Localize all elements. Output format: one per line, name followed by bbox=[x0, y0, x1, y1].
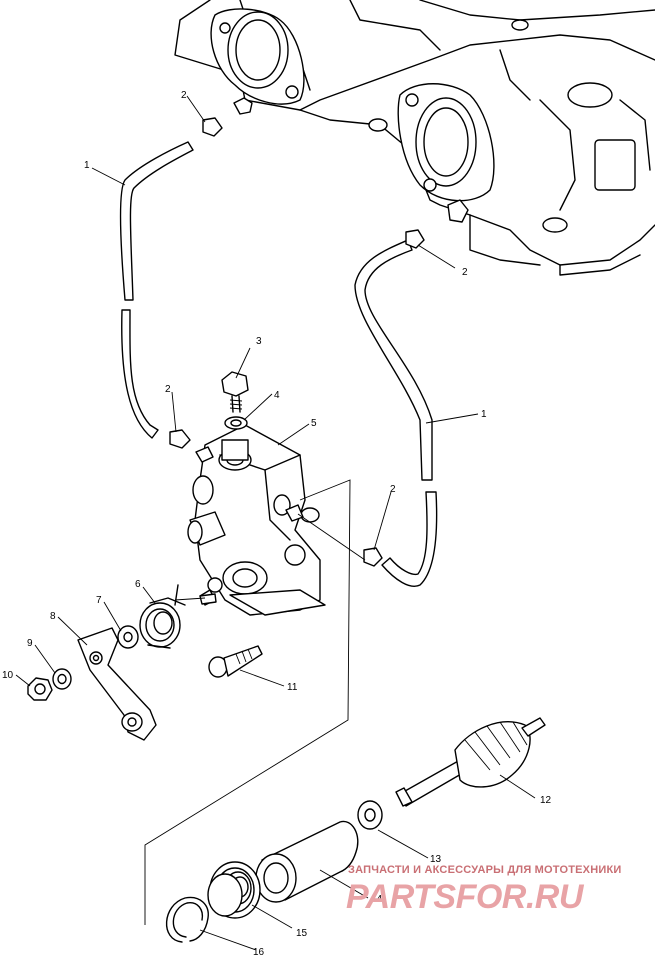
thrust-washer bbox=[357, 800, 383, 830]
cylinder-head bbox=[174, 0, 655, 276]
pump-control-lever bbox=[77, 627, 157, 741]
hose-clamp bbox=[169, 117, 425, 567]
callout-12: 12 bbox=[540, 795, 552, 806]
gear-bushing bbox=[255, 820, 359, 903]
oil-hose-left bbox=[119, 141, 194, 439]
callout-16: 16 bbox=[253, 947, 265, 956]
callout-7: 7 bbox=[96, 595, 102, 606]
watermark-tagline: ЗАПЧАСТИ И АКСЕССУАРЫ ДЛЯ МОТОТЕХНИКИ bbox=[348, 864, 621, 876]
lock-washer bbox=[52, 668, 72, 690]
callout-2a: 2 bbox=[181, 90, 187, 101]
callout-8: 8 bbox=[50, 611, 56, 622]
banjo-bolt bbox=[221, 371, 249, 413]
callout-11: 11 bbox=[287, 682, 298, 693]
oil-seal bbox=[207, 861, 261, 919]
oil-hose-right bbox=[354, 239, 438, 587]
callout-15: 15 bbox=[296, 928, 308, 939]
callout-2c: 2 bbox=[165, 384, 171, 395]
assembly-bracket bbox=[144, 479, 366, 925]
pump-drive-gear bbox=[395, 717, 546, 807]
watermark: ЗАПЧАСТИ И АКСЕССУАРЫ ДЛЯ МОТОТЕХНИКИ PA… bbox=[346, 864, 621, 916]
watermark-logo: PARTSFOR.RU bbox=[346, 878, 585, 916]
callout-2d: 2 bbox=[390, 484, 396, 495]
pump-fitting bbox=[195, 446, 304, 522]
callout-2b: 2 bbox=[462, 267, 468, 278]
callout-labels: 1 2 2 1 3 4 5 2 2 6 7 8 9 10 11 12 13 14… bbox=[2, 90, 552, 956]
callout-13: 13 bbox=[430, 854, 442, 865]
callout-6: 6 bbox=[135, 579, 141, 590]
pump-mounting-bolt bbox=[208, 645, 263, 678]
sealing-washer bbox=[224, 416, 248, 430]
callout-5: 5 bbox=[311, 418, 317, 429]
callout-1b: 1 bbox=[481, 409, 487, 420]
washer bbox=[117, 625, 139, 649]
hex-nut bbox=[27, 677, 53, 701]
return-spring bbox=[139, 584, 217, 649]
callout-3: 3 bbox=[256, 336, 262, 347]
callout-14: 14 bbox=[371, 894, 383, 905]
leader-lines bbox=[15, 95, 536, 951]
callout-4: 4 bbox=[274, 390, 280, 401]
circlip bbox=[165, 896, 209, 943]
callout-9: 9 bbox=[27, 638, 33, 649]
callout-10: 10 bbox=[2, 670, 14, 681]
callout-1a: 1 bbox=[84, 160, 90, 171]
